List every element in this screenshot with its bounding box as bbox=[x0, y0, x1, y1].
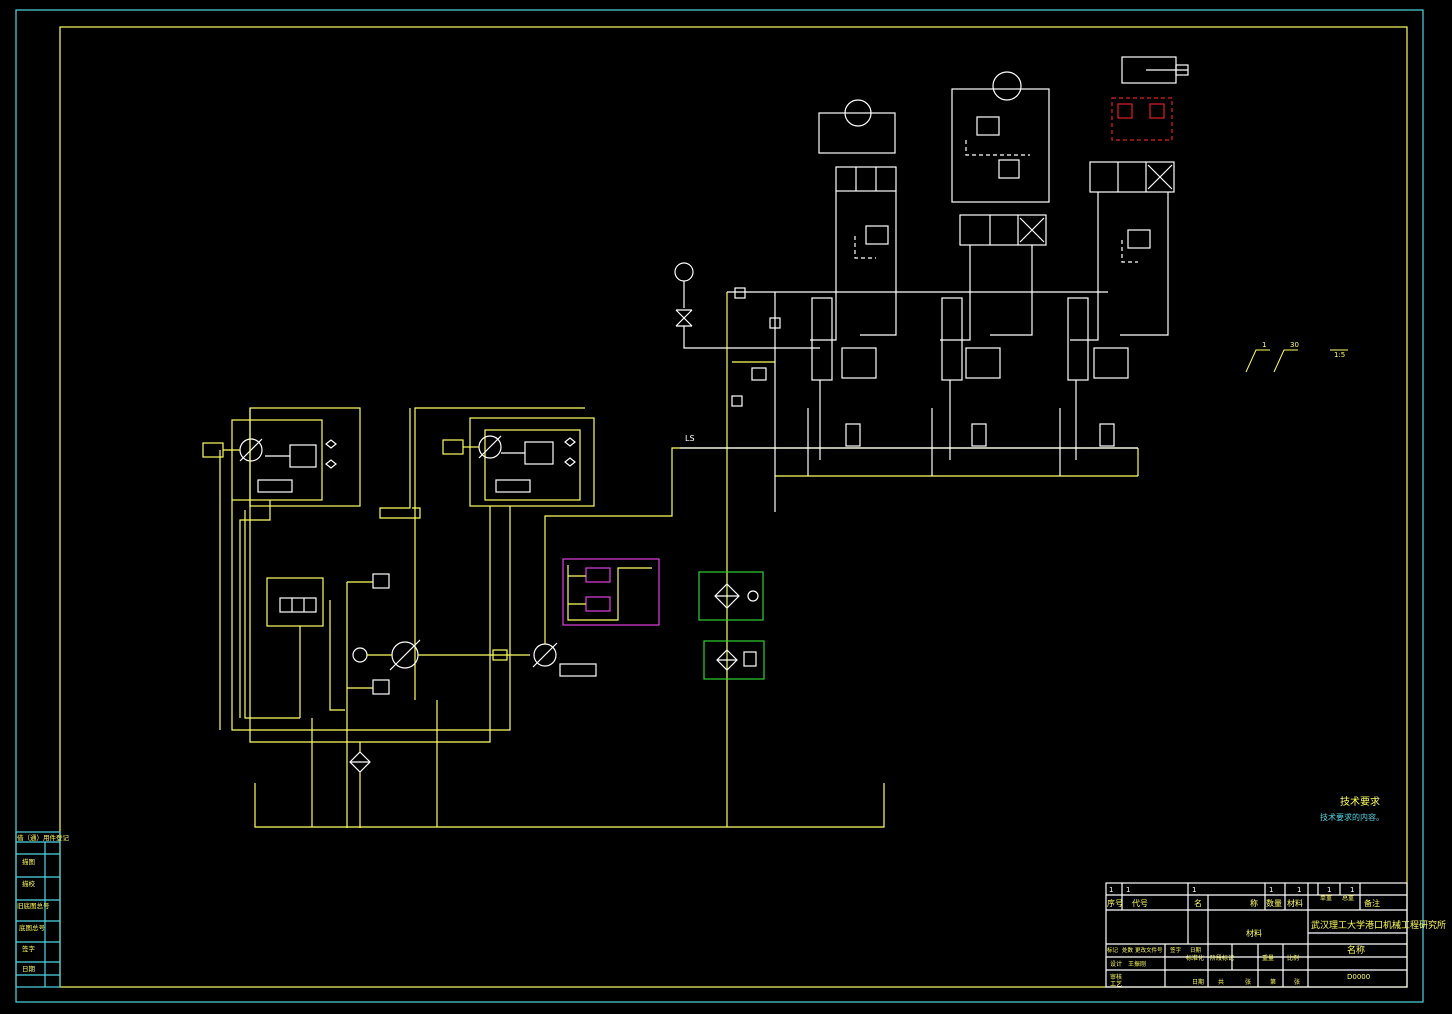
tb-material: 材料 bbox=[1246, 928, 1262, 938]
tb-num-3: 1 bbox=[1269, 886, 1273, 894]
tb-header-unit-wt: 单重 bbox=[1320, 894, 1332, 902]
strip-label-2: 描校 bbox=[22, 879, 36, 888]
tb-drawing-no: D0000 bbox=[1347, 973, 1370, 981]
tb-stage-mark: 阶段标记 bbox=[1210, 954, 1234, 962]
tb-stage-weight: 重量 bbox=[1262, 954, 1274, 962]
tb-sheet-unit1: 张 bbox=[1245, 978, 1251, 986]
tb-name-label: 名称 bbox=[1347, 944, 1365, 956]
tech-req-note: 技术要求的内容。 bbox=[1320, 812, 1384, 822]
tb-header-code: 代号 bbox=[1132, 898, 1148, 908]
tb-header-title: 称 bbox=[1250, 898, 1258, 908]
tb-stage-scale: 比例 bbox=[1287, 954, 1299, 962]
tb-designer: 王振刚 bbox=[1128, 960, 1146, 968]
pump-group-left bbox=[202, 360, 1138, 828]
tb-num-6: 1 bbox=[1350, 886, 1354, 894]
tb-header-seq: 序号 bbox=[1107, 898, 1123, 908]
tb-num-2: 1 bbox=[1192, 886, 1196, 894]
tb-sign-count: 处数 bbox=[1122, 946, 1134, 954]
tech-req-title: 技术要求 bbox=[1340, 795, 1380, 808]
ls-label: LS bbox=[685, 434, 695, 443]
tb-num-1: 1 bbox=[1126, 886, 1130, 894]
tb-sheet-total: 共 bbox=[1218, 978, 1224, 986]
tb-date: 日期 bbox=[1192, 978, 1204, 986]
tb-header-remark: 备注 bbox=[1364, 898, 1380, 908]
strip-label-5: 签字 bbox=[22, 944, 36, 953]
strip-label-6: 日期 bbox=[22, 965, 36, 973]
tb-design: 设计 bbox=[1110, 960, 1122, 968]
tb-sign-date: 日期 bbox=[1190, 947, 1202, 954]
scale-label: 1:5 bbox=[1334, 351, 1345, 359]
strip-label-4: 底图总号 bbox=[19, 923, 46, 932]
tb-header-qty: 数量 bbox=[1266, 898, 1282, 908]
tb-sign-mark: 标记 bbox=[1107, 946, 1119, 954]
tb-num-4: 1 bbox=[1297, 886, 1301, 894]
bidirectional-motor-icon bbox=[992, 71, 1022, 101]
left-strip: 借（通）用件登记 描图 描校 旧底图总号 底图总号 签字 日期 bbox=[15, 831, 70, 988]
tb-header-total-wt: 总重 bbox=[1342, 894, 1354, 902]
tb-sheet-unit2: 张 bbox=[1294, 978, 1300, 986]
tb-sheet-no: 第 bbox=[1270, 978, 1276, 986]
inner-frame bbox=[59, 26, 1408, 988]
title-block: 1 1 1 1 1 1 1 序号 代号 名 称 数量 材料 单重 总重 备注 材… bbox=[1105, 882, 1446, 988]
tb-num-5: 1 bbox=[1327, 886, 1331, 894]
return-filter-block bbox=[698, 571, 765, 680]
pressure-gauge-icon bbox=[674, 262, 694, 282]
strip-label-0: 借（通）用件登记 bbox=[17, 833, 70, 842]
outer-frame bbox=[15, 9, 1424, 1003]
roughness-label-2: 30 bbox=[1290, 341, 1299, 349]
valve-sections-right bbox=[674, 56, 1189, 512]
tb-check: 审核 bbox=[1110, 973, 1122, 981]
strip-label-3: 旧底图总号 bbox=[17, 901, 50, 910]
roughness-symbols: 1 30 1:5 bbox=[1245, 341, 1348, 373]
roughness-label-1: 1 bbox=[1262, 341, 1266, 349]
tb-process: 工艺 bbox=[1110, 980, 1122, 988]
tb-sign-sign: 签字 bbox=[1170, 946, 1182, 954]
unloading-valve-block bbox=[562, 558, 660, 626]
tb-standardize: 标准化 bbox=[1186, 954, 1204, 962]
tank bbox=[254, 783, 885, 828]
tb-sign-doc: 更改文件号 bbox=[1135, 946, 1163, 954]
tb-header-name: 名 bbox=[1194, 898, 1202, 908]
tb-institute: 武汉理工大学港口机械工程研究所 bbox=[1311, 919, 1446, 931]
tb-num-0: 1 bbox=[1109, 886, 1113, 894]
tb-header-material: 材料 bbox=[1287, 898, 1303, 908]
strip-label-1: 描图 bbox=[22, 857, 35, 866]
